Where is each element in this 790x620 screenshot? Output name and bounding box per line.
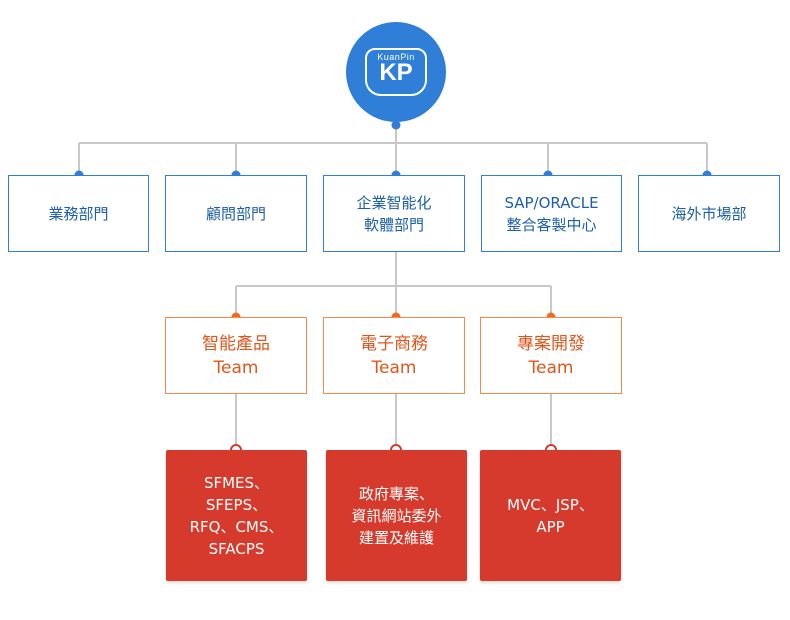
work-line: 政府專案、 xyxy=(358,484,434,503)
company-logo: KuanPin KP xyxy=(346,22,446,122)
work-line: SFMES、 xyxy=(203,473,270,492)
dept-sap-oracle: SAP/ORACLE 整合客製中心 xyxy=(481,175,622,252)
team-label-line2: Team xyxy=(213,357,259,378)
work-line: 建置及維護 xyxy=(358,528,434,547)
dept-sales: 業務部門 xyxy=(8,175,149,252)
team-smart-products: 智能產品 Team xyxy=(165,317,307,394)
work-line: SFACPS xyxy=(208,539,265,558)
connector-dot xyxy=(391,120,401,130)
team-label-line1: 智能產品 xyxy=(202,333,270,354)
work-line: 資訊網站委外 xyxy=(351,506,442,525)
team-project-development: 專案開發 Team xyxy=(480,317,622,394)
work-line: MVC、JSP、 xyxy=(507,496,594,514)
dept-label-line1: SAP/ORACLE xyxy=(504,193,599,212)
team-label-line1: 專案開發 xyxy=(517,333,585,354)
work-line: APP xyxy=(536,518,565,536)
dept-label: 業務部門 xyxy=(48,204,109,223)
team-label-line2: Team xyxy=(371,357,417,378)
dept-consulting: 顧問部門 xyxy=(165,175,307,252)
dept-label-line2: 軟體部門 xyxy=(363,215,424,234)
work-items-ecommerce: 政府專案、 資訊網站委外 建置及維護 xyxy=(326,450,467,581)
logo-big-text: KP xyxy=(379,59,413,86)
dept-label: 顧問部門 xyxy=(205,204,266,223)
work-items-project-development: MVC、JSP、 APP xyxy=(480,450,621,581)
work-line: SFEPS、 xyxy=(205,495,268,514)
dept-label: 海外市場部 xyxy=(671,204,747,223)
team-label-line2: Team xyxy=(528,357,574,378)
work-line: RFQ、CMS、 xyxy=(189,517,284,536)
dept-overseas: 海外市場部 xyxy=(638,175,780,252)
dept-label-line2: 整合客製中心 xyxy=(506,215,597,234)
work-items-smart-products: SFMES、 SFEPS、 RFQ、CMS、 SFACPS xyxy=(166,450,307,581)
dept-label-line1: 企業智能化 xyxy=(356,193,432,212)
dept-enterprise-software: 企業智能化 軟體部門 xyxy=(323,175,465,252)
logo-small-text: KuanPin xyxy=(377,52,415,62)
team-label-line1: 電子商務 xyxy=(360,333,428,354)
logo-shield-icon: KuanPin KP xyxy=(365,48,427,96)
team-ecommerce: 電子商務 Team xyxy=(323,317,465,394)
